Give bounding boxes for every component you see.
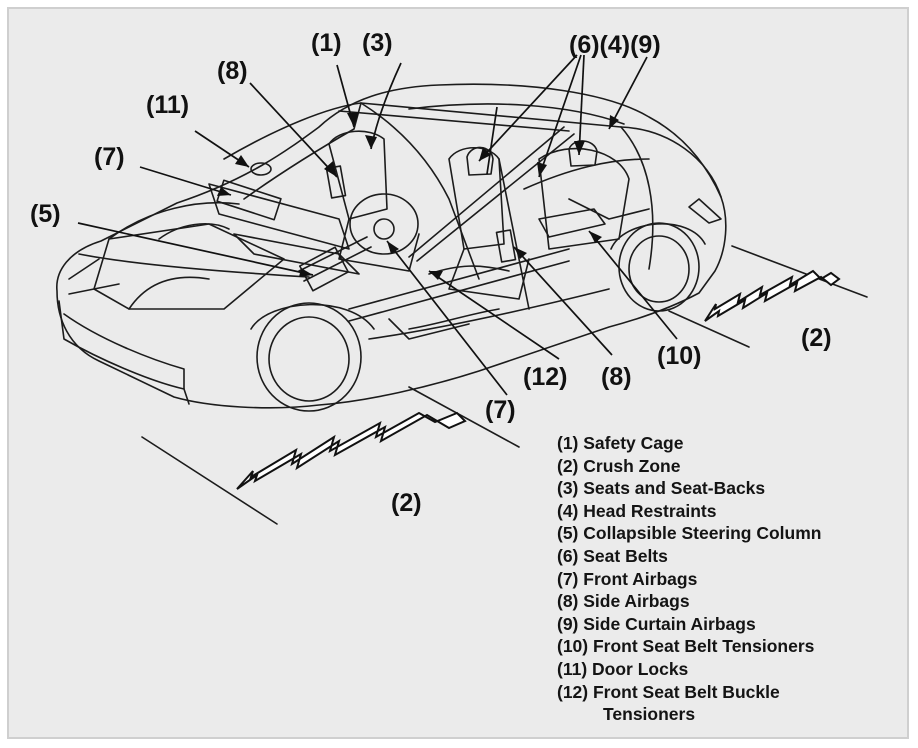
front-wheel <box>256 302 362 412</box>
legend-item: (2) Crush Zone <box>557 455 681 476</box>
legend-item: (1) Safety Cage <box>557 433 684 453</box>
door-lock <box>250 162 272 176</box>
head-restraint-rear <box>568 140 598 167</box>
a-pillar <box>360 102 480 280</box>
rear-deck <box>620 126 722 198</box>
crush-zone-arrow-front <box>236 411 467 490</box>
rear-light <box>688 198 722 224</box>
callout-8-bottom: (8) <box>601 363 632 391</box>
seat-belt-front <box>408 126 565 258</box>
leader-8-bottom <box>513 246 613 356</box>
leader-4 <box>578 54 585 156</box>
ground-line-mid <box>408 386 520 448</box>
ground-line-rear-2 <box>668 310 750 348</box>
legend-item: (5) Collapsible Steering Column <box>557 523 822 544</box>
steering-column <box>298 236 368 272</box>
leader-7-bottom <box>386 240 508 396</box>
legend-item: (4) Head Restraints <box>557 500 717 521</box>
leader-6-a <box>478 54 578 162</box>
engine-frame <box>93 223 285 310</box>
legend-item: (8) Side Airbags <box>557 591 690 612</box>
callout-5: (5) <box>30 200 61 228</box>
legend-item: (10) Front Seat Belt Tensioners <box>557 636 815 657</box>
car-safety-diagram: (1) (3) (8) (11) (7) (5) (6)(4)(9) (2) (… <box>30 29 868 525</box>
legend-list: (1) Safety Cage (2) Crush Zone (3) Seats… <box>557 432 821 726</box>
callout-11: (11) <box>146 91 189 119</box>
steering-wheel <box>349 193 419 255</box>
callout-1: (1) <box>311 29 342 57</box>
leader-7-left <box>139 166 232 196</box>
legend-item: (9) Side Curtain Airbags <box>557 613 756 634</box>
crush-zone-arrow-rear <box>704 269 841 322</box>
rocker <box>368 288 610 340</box>
callout-7-bottom: (7) <box>485 396 516 424</box>
passenger-seat <box>448 147 505 250</box>
roof-line <box>360 102 622 128</box>
roof-bar-1 <box>338 110 570 132</box>
legend-item: (3) Seats and Seat-Backs <box>557 478 766 499</box>
leader-10 <box>588 230 678 340</box>
callout-7-left: (7) <box>94 143 125 171</box>
leader-5 <box>77 222 314 276</box>
leader-8-top <box>249 82 338 178</box>
legend-item: (11) Door Locks <box>557 658 689 679</box>
ground-line-rear-1 <box>731 245 868 298</box>
callout-12: (12) <box>523 363 567 391</box>
b-pillar <box>498 158 530 310</box>
legend-item: (7) Front Airbags <box>557 568 698 589</box>
diagram-panel: (1) (3) (8) (11) (7) (5) (6)(4)(9) (2) (… <box>7 7 909 739</box>
callout-3: (3) <box>362 29 393 57</box>
callout-6-4-9: (6)(4)(9) <box>569 31 661 59</box>
leader-12 <box>428 270 560 360</box>
callout-10: (10) <box>657 342 701 370</box>
driver-seat <box>328 130 388 220</box>
seat-belt-rear <box>523 158 650 190</box>
legend-item: (12) Front Seat Belt Buckle <box>557 681 780 702</box>
leader-6-c <box>486 106 498 175</box>
legend-item-continuation: Tensioners <box>603 704 696 725</box>
callout-8-top: (8) <box>217 57 248 85</box>
legend-item: (6) Seat Belts <box>557 545 668 566</box>
head-restraint-front <box>466 146 494 176</box>
roof-bar-2 <box>408 103 625 125</box>
dashboard <box>208 183 350 250</box>
c-pillar <box>620 126 654 270</box>
rear-seat <box>538 147 630 250</box>
leader-9 <box>608 56 648 130</box>
door-sill <box>348 248 570 310</box>
leader-6-b <box>538 54 582 178</box>
hood-line <box>78 253 310 278</box>
callout-2-right: (2) <box>801 324 832 352</box>
callout-2-left: (2) <box>391 489 422 517</box>
side-airbag-seat <box>495 229 517 263</box>
ground-line-front <box>141 436 278 525</box>
